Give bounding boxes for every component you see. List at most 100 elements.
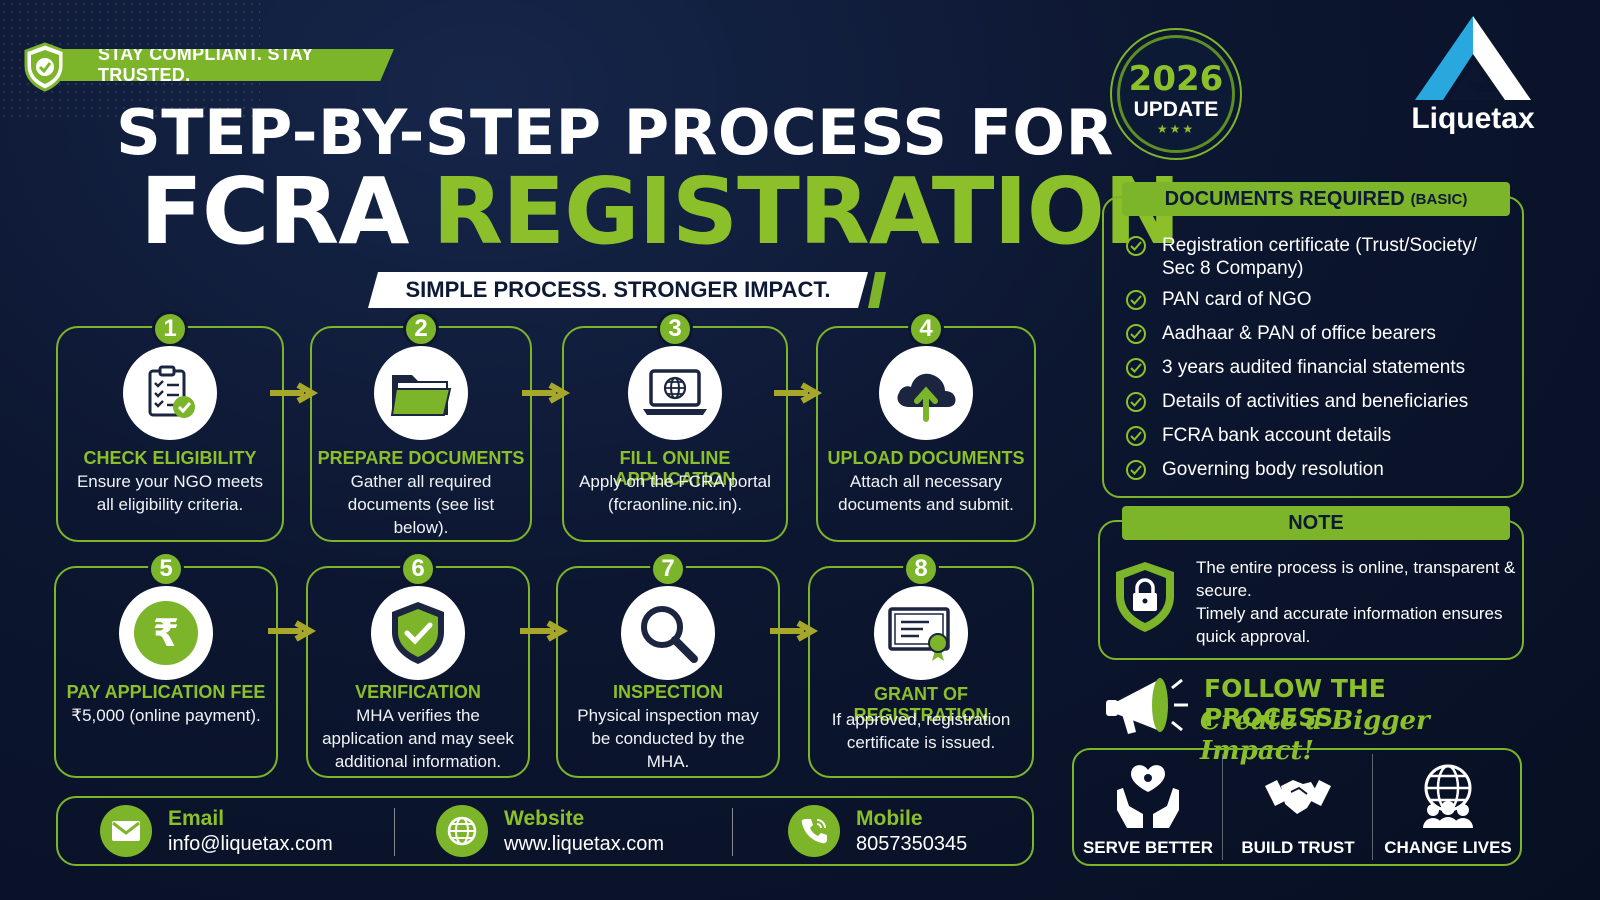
handshake-icon: [1265, 780, 1331, 814]
arrow-right-icon: [520, 620, 569, 642]
follow-callout: FOLLOW THE PROCESS. Create a Bigger Impa…: [1100, 668, 1530, 766]
documents-panel: DOCUMENTS REQUIRED(BASIC) Registration c…: [1102, 182, 1524, 498]
step-card-1: 1 CHECK ELIGIBILITY Ensure your NGO meet…: [56, 311, 284, 542]
arrow-right-icon: [522, 382, 571, 404]
website-label: Website: [504, 806, 585, 830]
step-title: PREPARE DOCUMENTS: [317, 448, 525, 468]
shield-lock-icon: [1116, 562, 1174, 632]
step-description: Attach all necessary documents and submi…: [838, 472, 1014, 514]
update-year: 2026: [1128, 59, 1224, 99]
document-item: PAN card of NGO: [1126, 288, 1502, 311]
rupee-icon: ₹: [134, 601, 198, 665]
update-label: UPDATE: [1133, 98, 1219, 121]
subtitle-banner: SIMPLE PROCESS. STRONGER IMPACT.: [368, 272, 868, 308]
step-title: INSPECTION: [612, 682, 723, 702]
mobile-label: Mobile: [856, 806, 923, 830]
value-serve-better: SERVE BETTER: [1074, 750, 1222, 864]
shield-check-icon: [392, 602, 444, 664]
document-item: FCRA bank account details: [1126, 424, 1502, 447]
document-item: Details of activities and beneficiaries: [1126, 390, 1502, 413]
cloud-upload-icon: [897, 373, 956, 422]
contact-bar: Email info@liquetax.com Website www.liqu…: [56, 796, 1034, 866]
document-item: Governing body resolution: [1126, 458, 1502, 481]
liquetax-logo: Liquetax: [1398, 14, 1548, 140]
title-registration: REGISTRATION: [432, 158, 1181, 265]
document-item: Registration certificate (Trust/Society/…: [1126, 234, 1502, 280]
logo-mark-icon: [1415, 16, 1531, 100]
clipboard-check-icon: [148, 365, 195, 418]
badge-label: STAY COMPLIANT. STAY TRUSTED.: [50, 49, 394, 81]
note-heading: NOTE: [1122, 506, 1510, 540]
divider: [394, 808, 395, 856]
step-card-3: 3 FILL ONLINE APPLICATION Apply on the F…: [562, 311, 788, 542]
step-number: 8: [903, 551, 939, 587]
subtitle-accent: [868, 272, 886, 308]
hands-heart-icon: [1117, 765, 1179, 828]
arrow-right-icon: [268, 620, 317, 642]
title-fcra: FCRA: [140, 158, 409, 265]
check-circle-icon: [1126, 290, 1146, 310]
contact-email[interactable]: Email info@liquetax.com: [100, 798, 333, 864]
contact-mobile[interactable]: Mobile 8057350345: [788, 798, 967, 864]
step-number: 5: [148, 551, 184, 587]
value-change-lives: CHANGE LIVES: [1374, 750, 1522, 864]
document-item: 3 years audited financial statements: [1126, 356, 1502, 379]
note-panel: NOTE The entire process is online, trans…: [1098, 506, 1524, 660]
step-title: CHECK ELIGIBILITY: [83, 448, 257, 468]
contact-website[interactable]: Website www.liquetax.com: [436, 798, 664, 864]
mobile-value[interactable]: 8057350345: [856, 832, 968, 855]
certificate-icon: [888, 607, 950, 661]
step-description: Gather all required documents (see list …: [347, 472, 495, 537]
step-title: UPLOAD DOCUMENTS: [827, 448, 1025, 468]
email-value[interactable]: info@liquetax.com: [168, 832, 333, 855]
step-number: 4: [908, 311, 944, 347]
step-card-5: 5 ₹ PAY APPLICATION FEE ₹5,000 (online p…: [54, 551, 278, 778]
step-description: MHA verifies the application and may see…: [322, 706, 514, 771]
step-description: ₹5,000 (online payment).: [71, 706, 261, 725]
follow-heading: FOLLOW THE PROCESS.: [1204, 674, 1386, 732]
step-card-8: 8 GRANT OF REGISTRATION If approved, reg…: [808, 551, 1034, 778]
email-label: Email: [168, 806, 225, 830]
check-circle-icon: [1126, 426, 1146, 446]
check-circle-icon: [1126, 358, 1146, 378]
divider: [1222, 754, 1223, 860]
note-line1: The entire process is online, transparen…: [1196, 558, 1516, 600]
step-card-6: 6 VERIFICATION MHA verifies the applicat…: [306, 551, 530, 778]
step-title: FILL ONLINE APPLICATION: [614, 448, 736, 489]
folder-icon: [390, 375, 452, 416]
follow-tagline: Create a Bigger Impact!: [1200, 706, 1430, 766]
step-title: PAY APPLICATION FEE: [66, 682, 266, 702]
star-icons: ★★★: [1156, 122, 1196, 136]
shield-check-icon: [24, 42, 66, 92]
step-card-7: 7 INSPECTION Physical inspection may be …: [556, 551, 780, 778]
globe-icon: [436, 805, 488, 857]
megaphone-icon: [1106, 676, 1188, 734]
value-label: CHANGE LIVES: [1384, 838, 1512, 857]
check-circle-icon: [1126, 460, 1146, 480]
step-card-2: 2 PREPARE DOCUMENTS Gather all required …: [310, 311, 532, 542]
step-title: VERIFICATION: [355, 682, 481, 702]
document-item: Aadhaar & PAN of office bearers: [1126, 322, 1502, 345]
step-number: 6: [400, 551, 436, 587]
check-circle-icon: [1126, 324, 1146, 344]
check-circle-icon: [1126, 392, 1146, 412]
divider: [732, 808, 733, 856]
step-description: If approved, registration certificate is…: [831, 710, 1011, 752]
phone-icon: [788, 805, 840, 857]
value-label: BUILD TRUST: [1241, 838, 1355, 857]
value-label: SERVE BETTER: [1082, 838, 1214, 857]
website-value[interactable]: www.liquetax.com: [504, 832, 665, 855]
globe-people-icon: [1423, 764, 1473, 828]
step-number: 2: [403, 311, 439, 347]
values-panel: SERVE BETTER BUILD TRUST CHANGE LIVES: [1072, 748, 1522, 866]
magnifier-icon: [641, 606, 698, 663]
step-description: Ensure your NGO meets all eligibility cr…: [76, 472, 264, 514]
step-number: 3: [657, 311, 693, 347]
value-build-trust: BUILD TRUST: [1224, 750, 1372, 864]
note-line2: Timely and accurate information ensures …: [1196, 604, 1503, 646]
step-card-4: 4 UPLOAD DOCUMENTS Attach all necessary …: [816, 311, 1036, 542]
step-title: GRANT OF REGISTRATION: [853, 684, 989, 725]
step-description: Apply on the FCRA portal (fcraonline.nic…: [579, 472, 771, 514]
laptop-globe-icon: [643, 369, 707, 415]
